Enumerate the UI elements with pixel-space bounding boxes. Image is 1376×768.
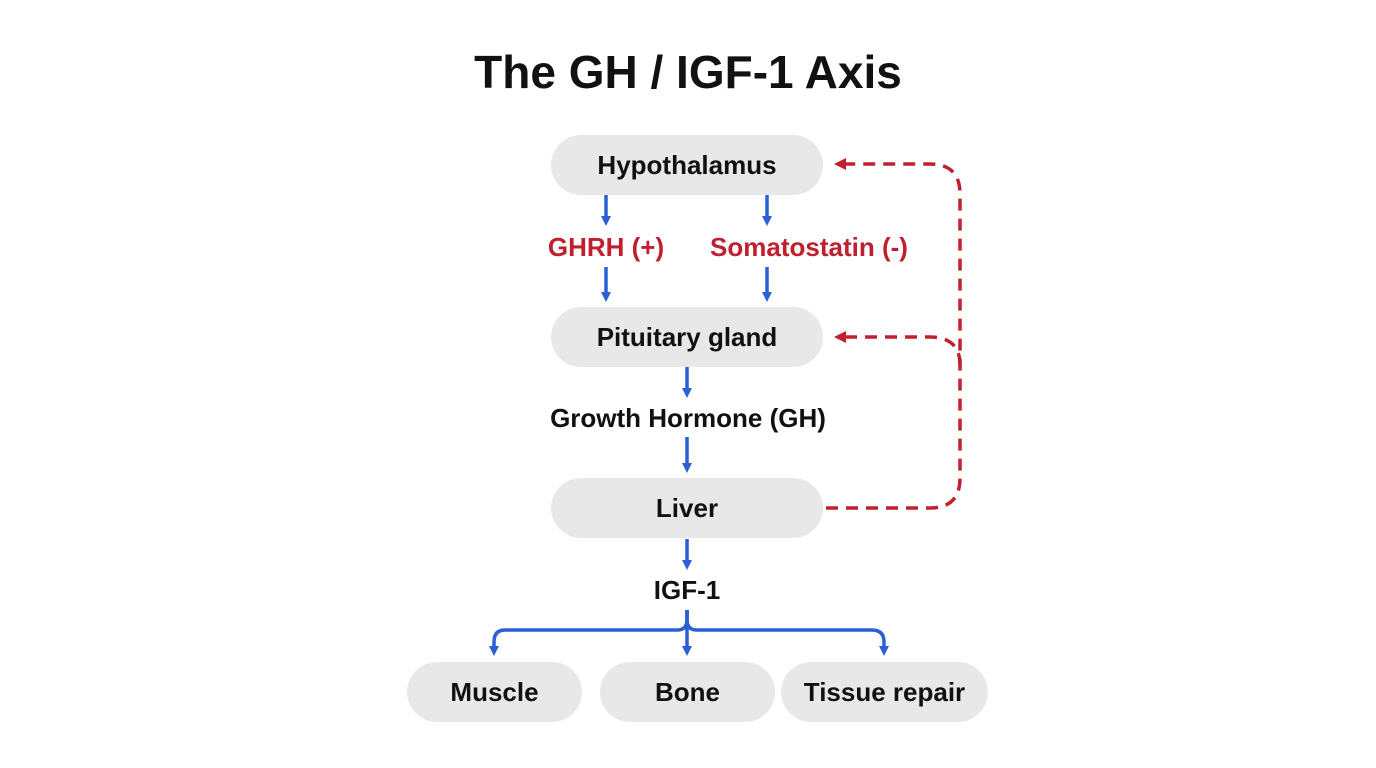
node-hypothalamus-label: Hypothalamus: [597, 149, 777, 180]
arrow-igf1-to-tissue-repair: [685, 610, 889, 656]
label-igf1: IGF-1: [653, 575, 721, 605]
node-hypothalamus: Hypothalamus: [551, 135, 823, 195]
node-bone: Bone: [600, 662, 775, 722]
node-muscle: Muscle: [407, 662, 582, 722]
node-pituitary-label: Pituitary gland: [596, 321, 778, 352]
label-growth-hormone: Growth Hormone (GH): [550, 403, 826, 433]
feedback-liver-loop: [826, 158, 962, 510]
label-somatostatin: Somatostatin (-): [710, 232, 908, 262]
node-bone-label: Bone: [655, 676, 720, 707]
node-pituitary: Pituitary gland: [551, 307, 823, 367]
node-tissue-repair: Tissue repair: [781, 662, 988, 722]
node-liver: Liver: [551, 478, 823, 538]
node-tissue-repair-label: Tissue repair: [803, 676, 966, 707]
feedback-liver-to-pituitary: [834, 331, 962, 366]
node-liver-label: Liver: [655, 492, 719, 523]
label-ghrh: GHRH (+): [547, 232, 665, 262]
diagram-title: The GH / IGF-1 Axis: [474, 46, 902, 98]
node-muscle-label: Muscle: [450, 676, 539, 707]
arrow-igf1-to-muscle: [489, 610, 689, 656]
